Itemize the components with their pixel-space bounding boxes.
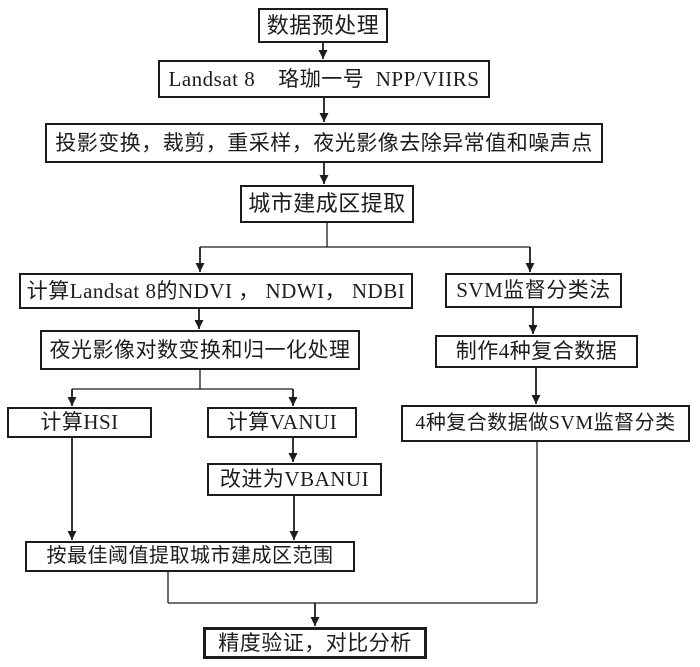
node-cleanup: 投影变换，裁剪，重采样，夜光影像去除异常值和噪声点 — [45, 123, 603, 163]
node-svm-classify-label: 4种复合数据做SVM监督分类 — [415, 412, 676, 434]
node-hsi-label: 计算HSI — [40, 410, 119, 435]
node-extract: 城市建成区提取 — [240, 185, 414, 223]
node-svm-classify: 4种复合数据做SVM监督分类 — [401, 405, 690, 442]
node-preprocess: 数据预处理 — [258, 8, 388, 43]
node-lognorm-label: 夜光影像对数变换和归一化处理 — [49, 337, 351, 362]
node-svm-method: SVM监督分类法 — [445, 273, 622, 308]
node-preprocess-label: 数据预处理 — [266, 12, 380, 38]
node-vbanui-label: 改进为VBANUI — [219, 467, 370, 492]
node-validation: 精度验证，对比分析 — [203, 627, 427, 659]
node-sources: Landsat 8 珞珈一号 NPP/VIIRS — [158, 60, 490, 98]
node-extract-label: 城市建成区提取 — [248, 191, 406, 217]
node-validation-label: 精度验证，对比分析 — [218, 630, 412, 655]
node-hsi: 计算HSI — [7, 407, 152, 438]
node-indices-label: 计算Landsat 8的NDVI ， NDWI， NDBI — [26, 278, 406, 303]
node-threshold: 按最佳阈值提取城市建成区范围 — [25, 541, 355, 572]
node-lognorm: 夜光影像对数变换和归一化处理 — [40, 330, 360, 370]
node-vbanui: 改进为VBANUI — [207, 463, 382, 496]
node-vanui: 计算VANUI — [207, 407, 357, 438]
node-composite-label: 制作4种复合数据 — [455, 339, 618, 364]
node-threshold-label: 按最佳阈值提取城市建成区范围 — [46, 545, 334, 567]
node-cleanup-label: 投影变换，裁剪，重采样，夜光影像去除异常值和噪声点 — [55, 130, 593, 155]
node-sources-label: Landsat 8 珞珈一号 NPP/VIIRS — [168, 66, 480, 91]
node-indices: 计算Landsat 8的NDVI ， NDWI， NDBI — [19, 273, 413, 309]
node-composite: 制作4种复合数据 — [435, 335, 638, 368]
node-vanui-label: 计算VANUI — [226, 410, 338, 435]
node-svm-method-label: SVM监督分类法 — [456, 278, 611, 303]
